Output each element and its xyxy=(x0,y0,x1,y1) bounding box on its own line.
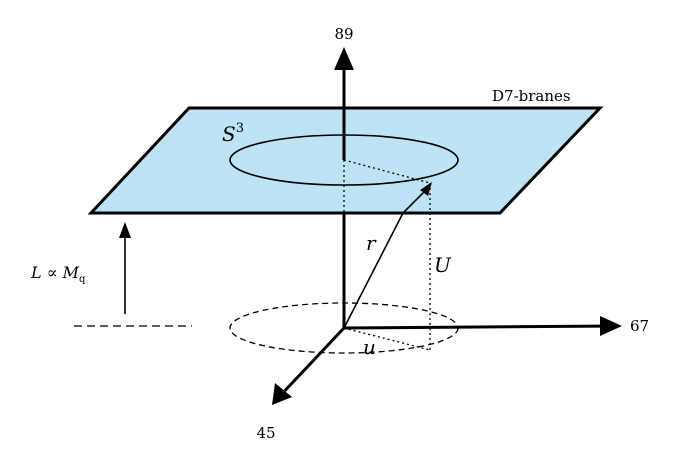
axis-67-arrowhead xyxy=(600,316,622,336)
axis-67-arrow xyxy=(343,321,620,332)
axis-45-label: 45 xyxy=(256,424,275,442)
axis-89-arrowhead xyxy=(334,47,354,70)
sphere-label: S3 xyxy=(222,121,244,146)
axis-45-arrowhead xyxy=(272,383,292,405)
radius-label: r xyxy=(366,231,377,255)
axis-67-label: 67 xyxy=(630,317,649,335)
dotted-u-line xyxy=(343,327,431,351)
axis-45-arrow xyxy=(276,326,346,400)
height-label: U xyxy=(434,253,452,277)
axis-89-label: 89 xyxy=(334,25,353,43)
r-arrow-upper xyxy=(402,189,427,214)
r-arrow-lower xyxy=(343,212,404,329)
separation-arrowhead xyxy=(119,222,131,238)
r-arrowhead xyxy=(420,182,432,196)
radial-label: u xyxy=(363,335,376,359)
plane-label: D7-branes xyxy=(492,87,571,105)
separation-label: L ∝ Mq xyxy=(30,263,86,285)
